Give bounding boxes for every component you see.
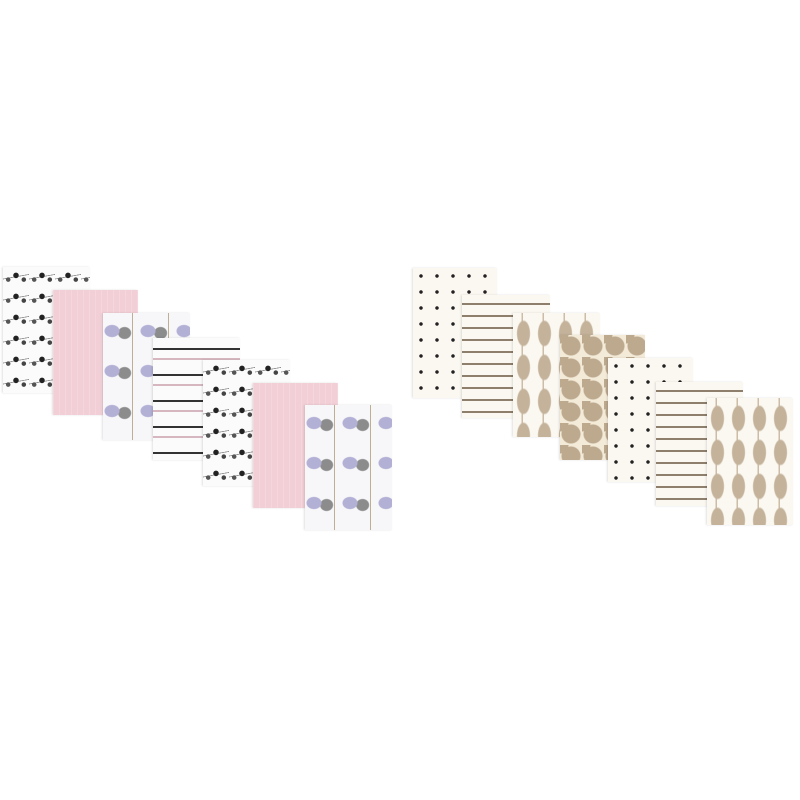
washcloth-giraffe-print: [707, 398, 793, 525]
washcloth-safari-animals-print: [305, 405, 392, 530]
